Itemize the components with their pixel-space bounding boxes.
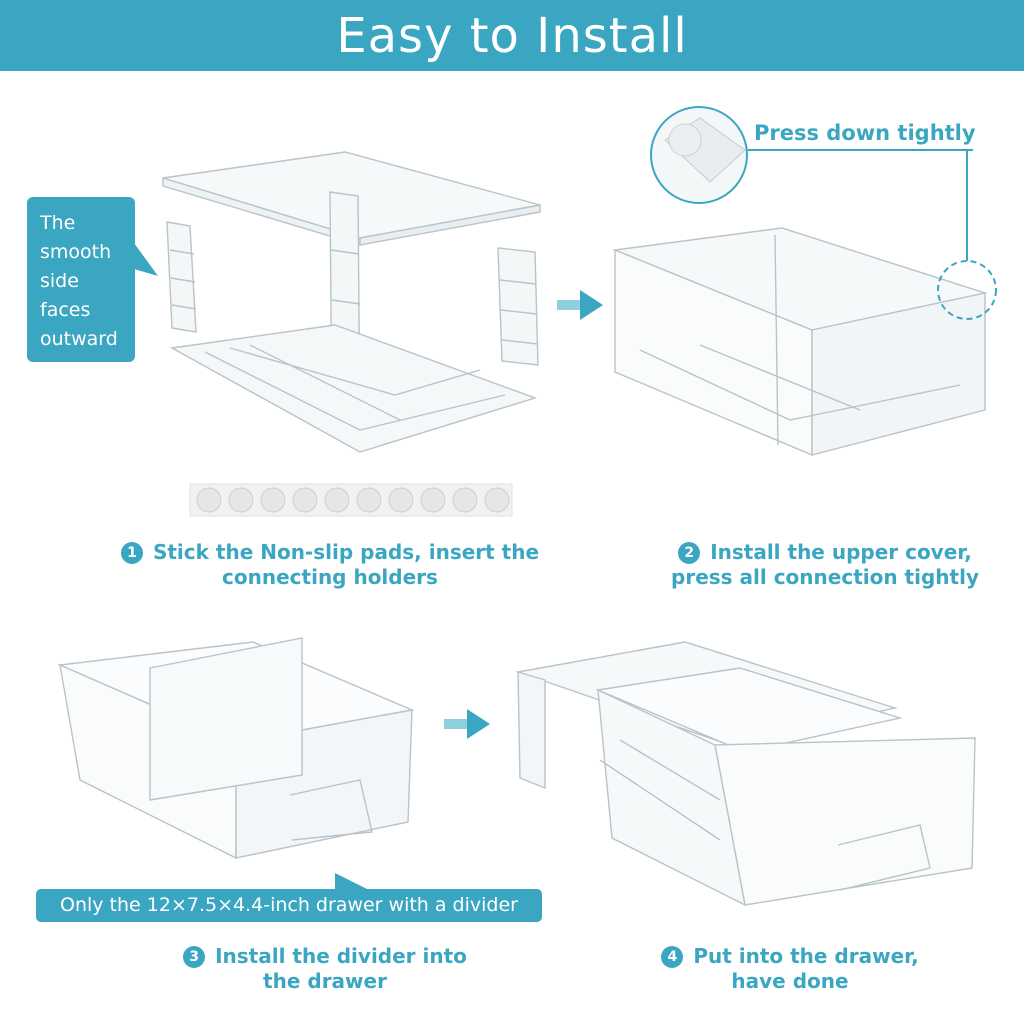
- drawer-size-note: Only the 12×7.5×4.4-inch drawer with a d…: [36, 889, 542, 922]
- step-1-line-1: Stick the Non-slip pads, insert the: [152, 540, 540, 564]
- step-4-caption: 4 Put into the drawer, have done: [620, 944, 960, 994]
- step-number-badge: 4: [661, 946, 684, 968]
- exploded-base-tray: [169, 324, 538, 453]
- step-number-badge: 2: [678, 542, 701, 564]
- callout-line: outward: [40, 328, 118, 350]
- step-3-caption: 3 Install the divider into the drawer: [150, 944, 500, 994]
- step-2-caption: 2 Install the upper cover, press all conn…: [640, 540, 1010, 590]
- note-pointer: [335, 873, 369, 890]
- step-4-line-1: Put into the drawer,: [693, 944, 919, 968]
- arrow-right-icon: [444, 709, 490, 739]
- step-3-line-2: the drawer: [263, 969, 387, 993]
- drawer-with-divider: [57, 637, 415, 860]
- callout-line: The: [40, 212, 76, 234]
- page-title: Easy to Install: [336, 7, 688, 64]
- side-faces-callout: The smooth side faces outward: [27, 197, 135, 362]
- step-2-line-2: press all connection tightly: [671, 565, 979, 589]
- header-banner: Easy to Install: [0, 0, 1024, 71]
- callout-line: faces: [40, 299, 91, 321]
- step-3-line-1: Install the divider into: [215, 944, 467, 968]
- step-2-line-1: Install the upper cover,: [710, 540, 972, 564]
- step-1-caption: 1 Stick the Non-slip pads, insert the con…: [100, 540, 560, 590]
- arrow-right-icon: [557, 290, 603, 320]
- step-4-line-2: have done: [731, 969, 849, 993]
- callout-pointer: [134, 243, 158, 276]
- step-number-badge: 1: [120, 542, 143, 564]
- callout-line: smooth: [40, 241, 112, 263]
- callout-line: side: [40, 270, 79, 292]
- assembled-frame: [612, 227, 988, 457]
- press-zoom-marker: [650, 106, 997, 320]
- step-number-badge: 3: [183, 946, 206, 968]
- step-1-line-2: connecting holders: [222, 565, 438, 589]
- non-slip-pads-strip: [189, 483, 513, 517]
- press-down-label: Press down tightly: [754, 121, 976, 145]
- drawer-inserted: [515, 641, 976, 907]
